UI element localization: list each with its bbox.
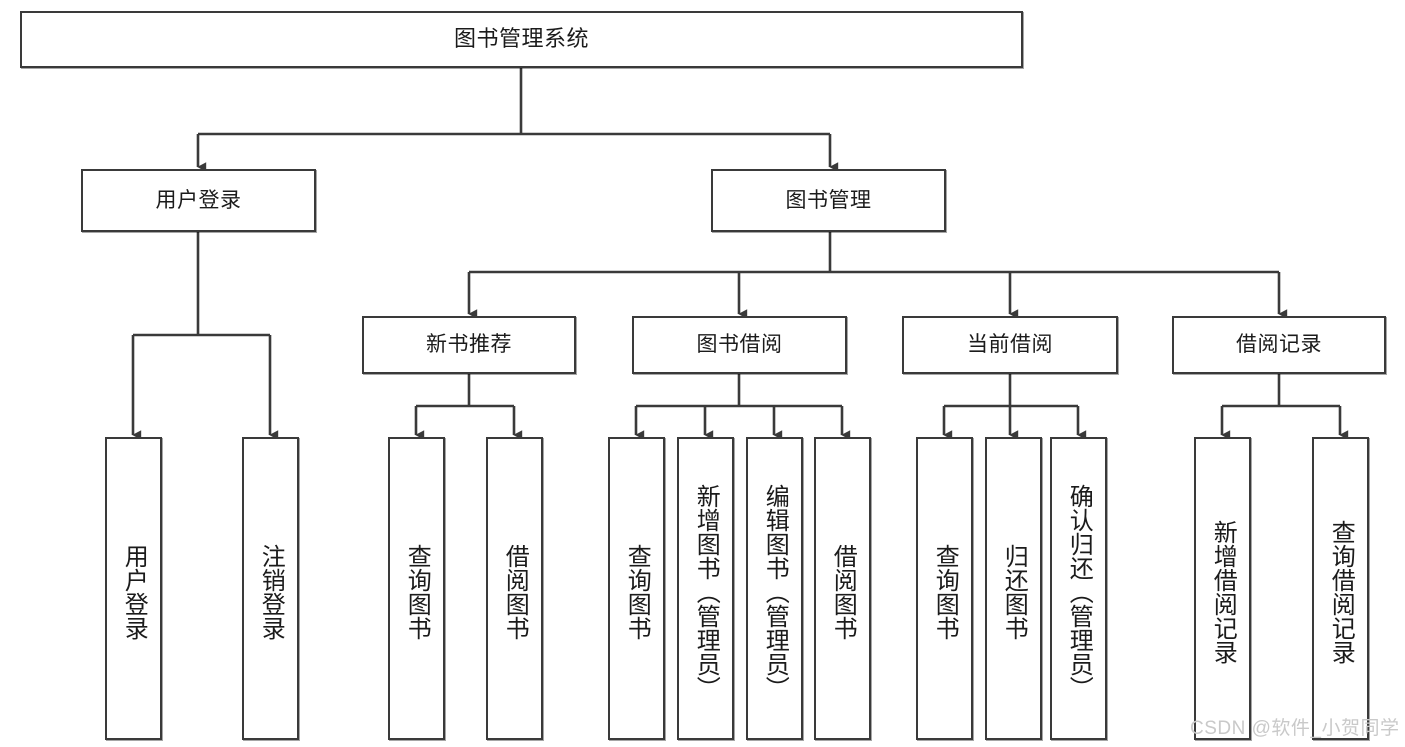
node-user-login[interactable]: 用户登录	[81, 169, 316, 232]
leaf-current-return-book[interactable]: 归还图书	[985, 437, 1042, 740]
node-label: 借阅图书	[829, 543, 857, 640]
node-label: 借阅图书	[501, 543, 529, 640]
node-label: 当前借阅	[967, 333, 1053, 357]
leaf-recommend-query-book[interactable]: 查询图书	[388, 437, 445, 740]
node-label: 查询图书	[403, 543, 431, 640]
leaf-borrow-query-book[interactable]: 查询图书	[608, 437, 665, 740]
node-label: 注销登录	[257, 543, 285, 640]
node-label: 新增图书（管理员）	[692, 483, 720, 700]
leaf-borrow-add-book-admin[interactable]: 新增图书（管理员）	[677, 437, 734, 740]
node-label: 确认归还（管理员）	[1065, 483, 1093, 700]
node-label: 用户登录	[155, 188, 242, 212]
node-label: 借阅记录	[1236, 333, 1322, 357]
node-label: 查询图书	[931, 543, 959, 640]
leaf-current-query-book[interactable]: 查询图书	[916, 437, 973, 740]
node-label: 用户登录	[120, 543, 148, 640]
node-borrowing-records[interactable]: 借阅记录	[1172, 316, 1386, 374]
node-label: 图书管理系统	[453, 26, 589, 52]
leaf-borrow-edit-book-admin[interactable]: 编辑图书（管理员）	[746, 437, 803, 740]
node-label: 编辑图书（管理员）	[761, 483, 789, 700]
node-label: 归还图书	[1000, 543, 1028, 640]
leaf-recommend-borrow-book[interactable]: 借阅图书	[486, 437, 543, 740]
leaf-user-logout[interactable]: 注销登录	[242, 437, 299, 740]
csdn-watermark: CSDN @软件_小贺同学	[1190, 718, 1400, 739]
leaf-user-login[interactable]: 用户登录	[105, 437, 162, 740]
leaf-record-add-borrow-record[interactable]: 新增借阅记录	[1194, 437, 1251, 740]
node-label: 图书借阅	[696, 333, 783, 357]
leaf-current-confirm-return-admin[interactable]: 确认归还（管理员）	[1050, 437, 1107, 740]
node-label: 新增借阅记录	[1209, 519, 1237, 664]
node-book-management[interactable]: 图书管理	[711, 169, 946, 232]
node-new-book-recommendation[interactable]: 新书推荐	[362, 316, 576, 374]
node-label: 新书推荐	[426, 333, 512, 357]
node-book-borrowing[interactable]: 图书借阅	[632, 316, 847, 374]
leaf-borrow-lend-book[interactable]: 借阅图书	[814, 437, 871, 740]
node-label: 查询借阅记录	[1327, 519, 1355, 664]
leaf-record-query-borrow-record[interactable]: 查询借阅记录	[1312, 437, 1369, 740]
node-current-borrowing[interactable]: 当前借阅	[902, 316, 1118, 374]
node-label: 图书管理	[785, 188, 872, 212]
node-root-book-management-system[interactable]: 图书管理系统	[20, 11, 1023, 68]
node-label: 查询图书	[623, 543, 651, 640]
